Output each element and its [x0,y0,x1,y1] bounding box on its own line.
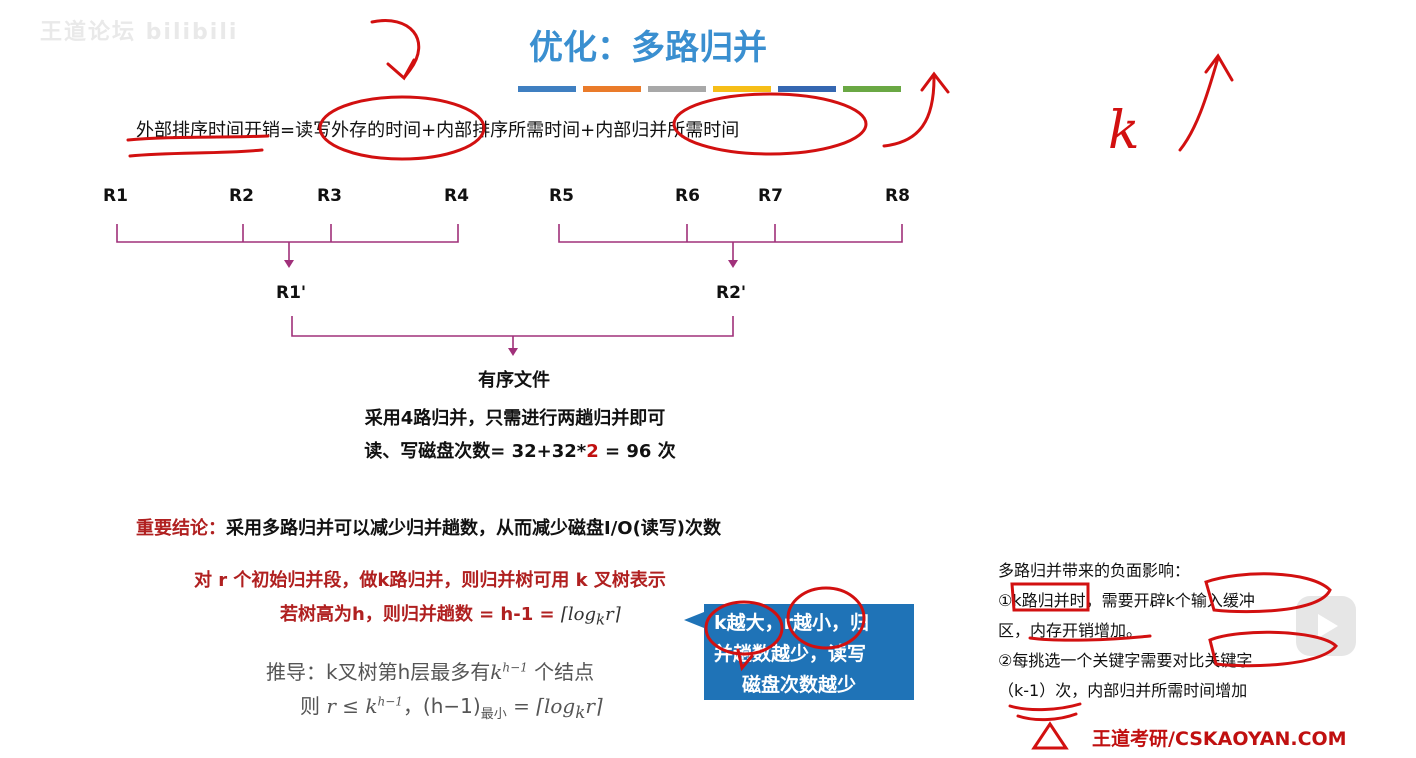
watermark-logo: 王道论坛 bilibili [40,20,239,45]
run-label: R8 [885,186,910,206]
tree-height-prefix: 若树高为h，则归并趟数 = h-1 = [280,604,561,625]
negative-effects-title: 多路归并带来的负面影响： [998,561,1191,580]
annotation-box [1204,572,1332,614]
bracket-group-2 [558,224,903,243]
derivation-1-math: kh−1 [490,660,528,684]
derivation-2-log: = ⌈logkr⌉ [506,694,603,722]
derivation-1-base: k [490,660,503,684]
derivation-1-suffix: 个结点 [527,660,595,684]
derivation-1-sup: h−1 [502,660,528,675]
bracket-final [291,316,734,337]
annotation-circle [318,95,486,161]
note-four-way: 采用4路归并，只需进行两趟归并即可 [364,408,666,429]
title-bar-3 [648,86,706,92]
negative-effects-line: ①k路归并时，需要开辟k个输入缓冲 [998,591,1255,610]
tree-statement: 对 r 个初始归并段，做k路归并，则归并树可用 k 叉树表示 [194,570,666,591]
annotation-arrow [1178,53,1234,152]
run-label: R7 [758,186,783,206]
log-formula: ⌈logkr⌉ [560,604,621,629]
derivation-2-log-sub: k [575,703,586,722]
play-button[interactable] [1296,596,1356,656]
run-label: R6 [675,186,700,206]
annotation-underline [1008,702,1082,712]
annotation-box [1208,630,1339,668]
brand-footer: 王道考研/CSKAOYAN.COM [1092,728,1347,750]
note-disk-io: 读、写磁盘次数= 32+32*2 = 96 次 [300,437,740,463]
negative-effects-line: 区，内存开销增加。 [998,621,1143,640]
time-cost-formula: 外部排序时间开销=读写外存的时间+内部排序所需时间+内部归并所需时间 [136,120,740,141]
bracket-group-1 [116,224,459,243]
log-formula-end: r⌉ [605,604,621,625]
annotation-underline [128,148,264,158]
handwritten-k: k [1108,101,1140,161]
derivation-2-log-base: = ⌈log [506,694,576,718]
run-label: R2 [229,186,254,206]
annotation-circle [704,600,784,656]
annotation-circle [786,586,866,650]
callout-line: 磁盘次数越少 [742,674,857,696]
annotation-underline [1016,712,1078,722]
title-bar-5 [778,86,836,92]
derivation-2-math: r ≤ kh−1 [326,694,403,718]
derivation-2-prefix: 则 [300,694,327,718]
callout-line: k越大，r越小，归 [714,612,870,634]
merged-run-label: R2' [716,283,747,303]
negative-effects-line: ②每挑选一个关键字需要对比关键字 [998,651,1253,670]
negative-effects-panel: 多路归并带来的负面影响： ①k路归并时，需要开辟k个输入缓冲 区，内存开销增加。… [998,556,1358,706]
annotation-box [1010,582,1090,612]
annotation-triangle [1031,721,1069,750]
note-disk-io-red: 2 [586,441,599,462]
log-formula-base: ⌈log [560,604,596,625]
run-label: R3 [317,186,342,206]
note-disk-io-suffix: = 96 次 [598,441,676,462]
derivation-2-base: r ≤ k [326,694,378,718]
derivation-2-sub: 最小 [480,707,507,722]
conclusion-label: 重要结论： [136,518,226,539]
run-label: R4 [444,186,469,206]
annotation-mark [736,648,754,672]
title-bar-6 [843,86,901,92]
annotation-underline [126,134,270,142]
callout-pointer [684,612,704,628]
run-label: R5 [549,186,574,206]
derivation-2-mid: ，(h−1) [402,694,481,718]
derivation-line-2: 则 r ≤ kh−1，(h−1)最小 = ⌈logkr⌉ [300,690,603,722]
important-conclusion: 重要结论：采用多路归并可以减少归并趟数，从而减少磁盘I/O(读写)次数 [136,514,721,540]
play-icon [1318,614,1338,638]
derivation-1-prefix: 推导：k叉树第h层最多有 [266,660,491,684]
tree-height-statement: 若树高为h，则归并趟数 = h-1 = ⌈logkr⌉ [280,600,621,629]
title-bar-4 [713,86,771,92]
title-bar-1 [518,86,576,92]
derivation-2-sup: h−1 [377,694,403,709]
annotation-circle [672,92,868,156]
annotation-arrow [882,71,950,148]
arrow-head [284,260,294,268]
note-disk-io-prefix: 读、写磁盘次数= 32+32* [364,441,587,462]
conclusion-text: 采用多路归并可以减少归并趟数，从而减少磁盘I/O(读写)次数 [226,518,722,539]
arrow-head [728,260,738,268]
annotation-underline [1028,634,1152,642]
merged-run-label: R1' [276,283,307,303]
title-bar-2 [583,86,641,92]
annotation-arrow [370,19,421,81]
derivation-line-1: 推导：k叉树第h层最多有kh−1 个结点 [266,656,594,685]
ordered-file-label: 有序文件 [478,370,550,391]
log-formula-sub: k [596,610,606,629]
derivation-2-log-tail: r⌉ [585,694,603,718]
negative-effects-line: （k-1）次，内部归并所需时间增加 [998,681,1248,700]
run-label: R1 [103,186,128,206]
page-title: 优化：多路归并 [529,28,767,68]
arrow-head [508,348,518,356]
